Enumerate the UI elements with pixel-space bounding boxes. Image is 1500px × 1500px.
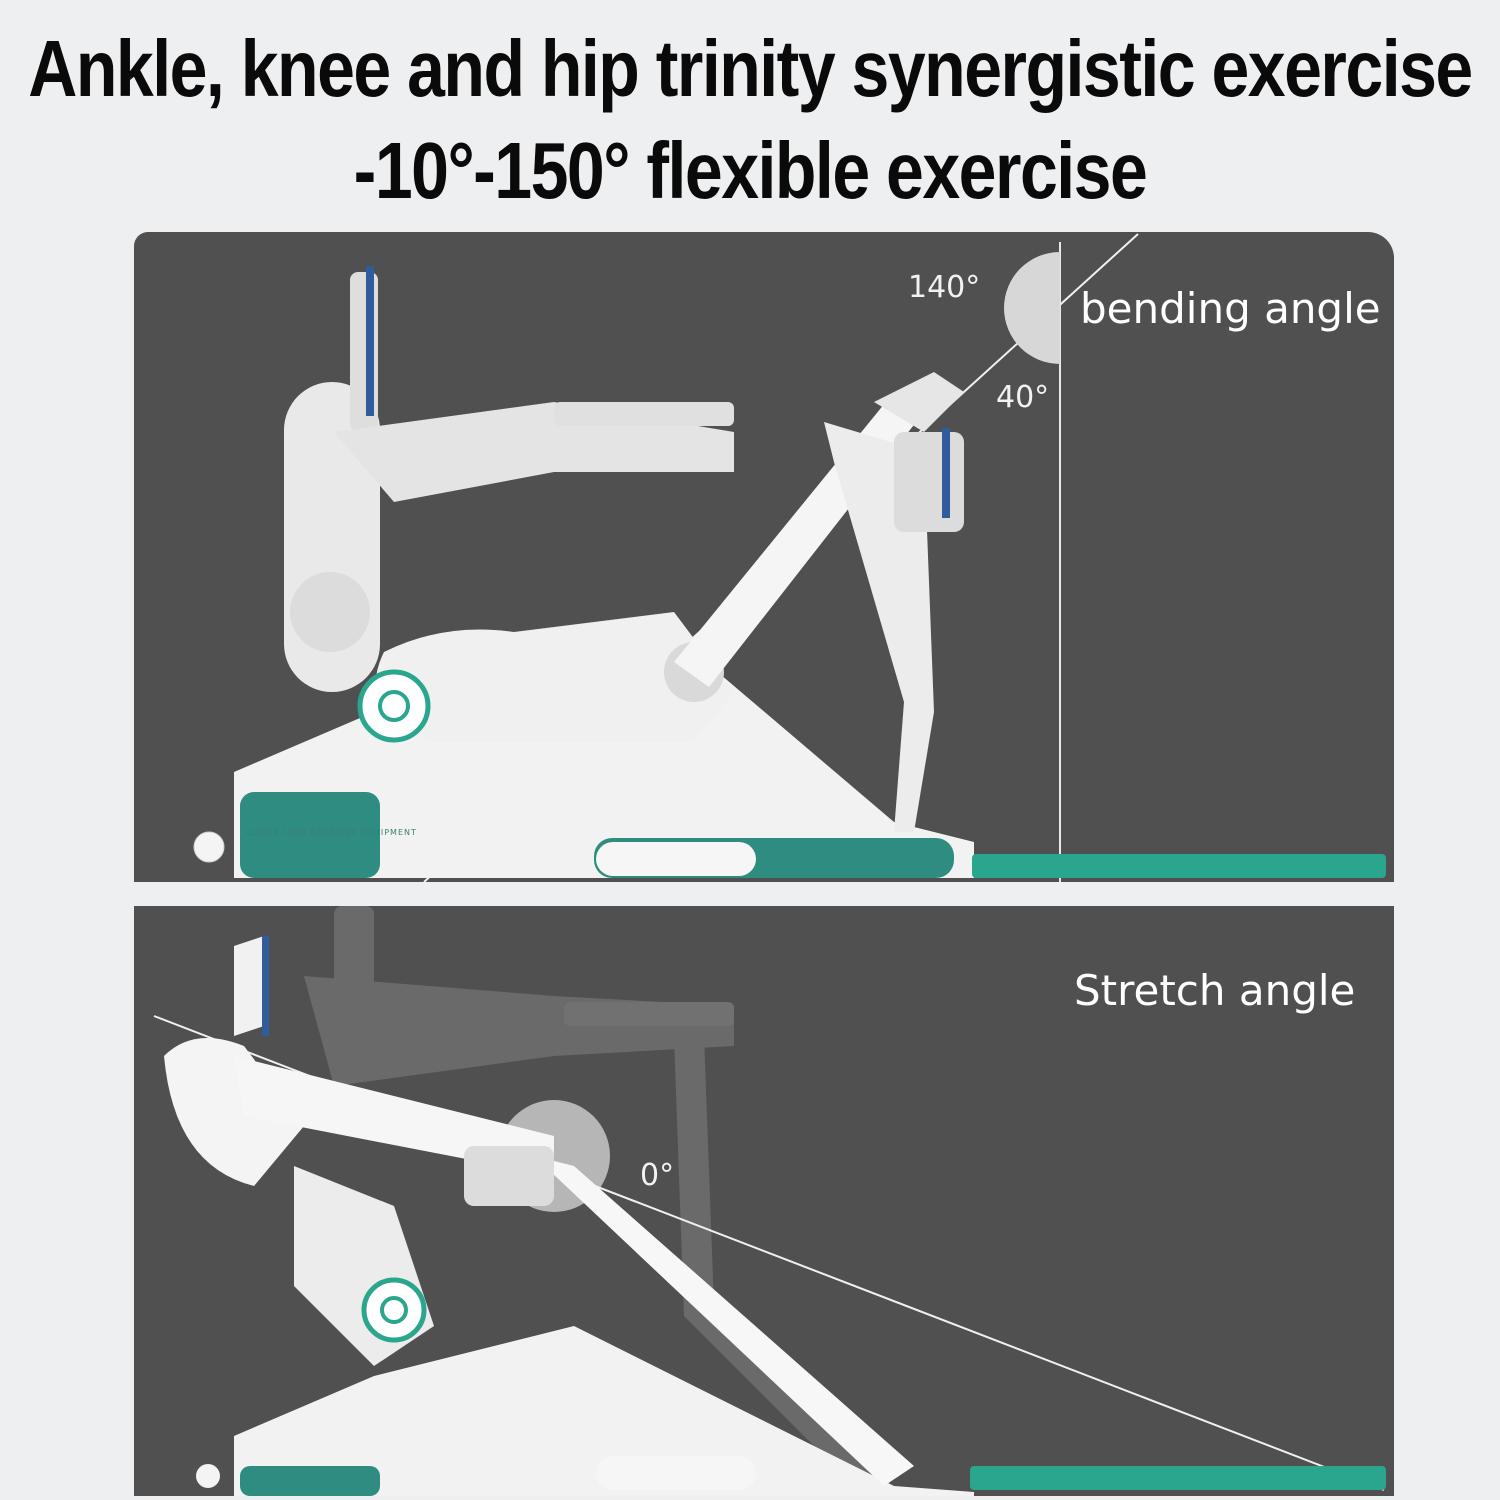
- calf-strap: [942, 428, 950, 518]
- bending-angle-label: bending angle: [1080, 284, 1381, 333]
- calf-cuff: [464, 1146, 554, 1206]
- device-base: [234, 1326, 974, 1496]
- thigh-arm: [334, 402, 734, 502]
- base-label-plate: [240, 792, 380, 878]
- stretch-angle-panel: 0° Stretch angle: [134, 906, 1394, 1496]
- slider-handle: [596, 842, 756, 876]
- stretch-angle-label: Stretch angle: [1074, 966, 1356, 1015]
- foot-rail: [970, 1466, 1386, 1490]
- hip-strap: [262, 936, 269, 1036]
- lower-leg-support: [534, 1156, 914, 1486]
- knee-teal-joint: [357, 669, 431, 743]
- knee-teal-joint: [361, 1277, 427, 1343]
- ghost-bent-position: [304, 906, 894, 1496]
- foot-plate: [874, 372, 964, 432]
- device-bending-illustration: [193, 233, 1386, 882]
- bending-angle-panel: 140° 40° bending angle LOWER LIMB EXERCI…: [134, 232, 1394, 882]
- device-stretch-illustration: [153, 906, 1386, 1496]
- headline-line-1: Ankle, knee and hip trinity synergistic …: [28, 24, 1473, 114]
- hip-strap: [366, 266, 374, 416]
- angle-0-label: 0°: [640, 1158, 675, 1193]
- hip-arm: [164, 1038, 304, 1186]
- device-caption: LOWER LIMB EXERCISE EQUIPMENT: [246, 828, 417, 837]
- knee-housing: [375, 612, 734, 742]
- base-label-plate: [240, 1466, 380, 1496]
- headline-line-2: -10°-150° flexible exercise: [353, 126, 1148, 216]
- slider-handle: [596, 1456, 756, 1490]
- angle-140-label: 140°: [908, 270, 981, 305]
- wheel: [193, 831, 225, 863]
- thigh-pad: [554, 402, 734, 426]
- hip-upright: [234, 936, 264, 1036]
- hip-joint: [290, 572, 370, 652]
- foot-rail: [972, 854, 1386, 878]
- calf-cuff: [894, 432, 964, 532]
- angle-40-label: 40°: [996, 380, 1050, 415]
- angle-arc: [1004, 252, 1060, 364]
- wheel: [196, 1464, 220, 1488]
